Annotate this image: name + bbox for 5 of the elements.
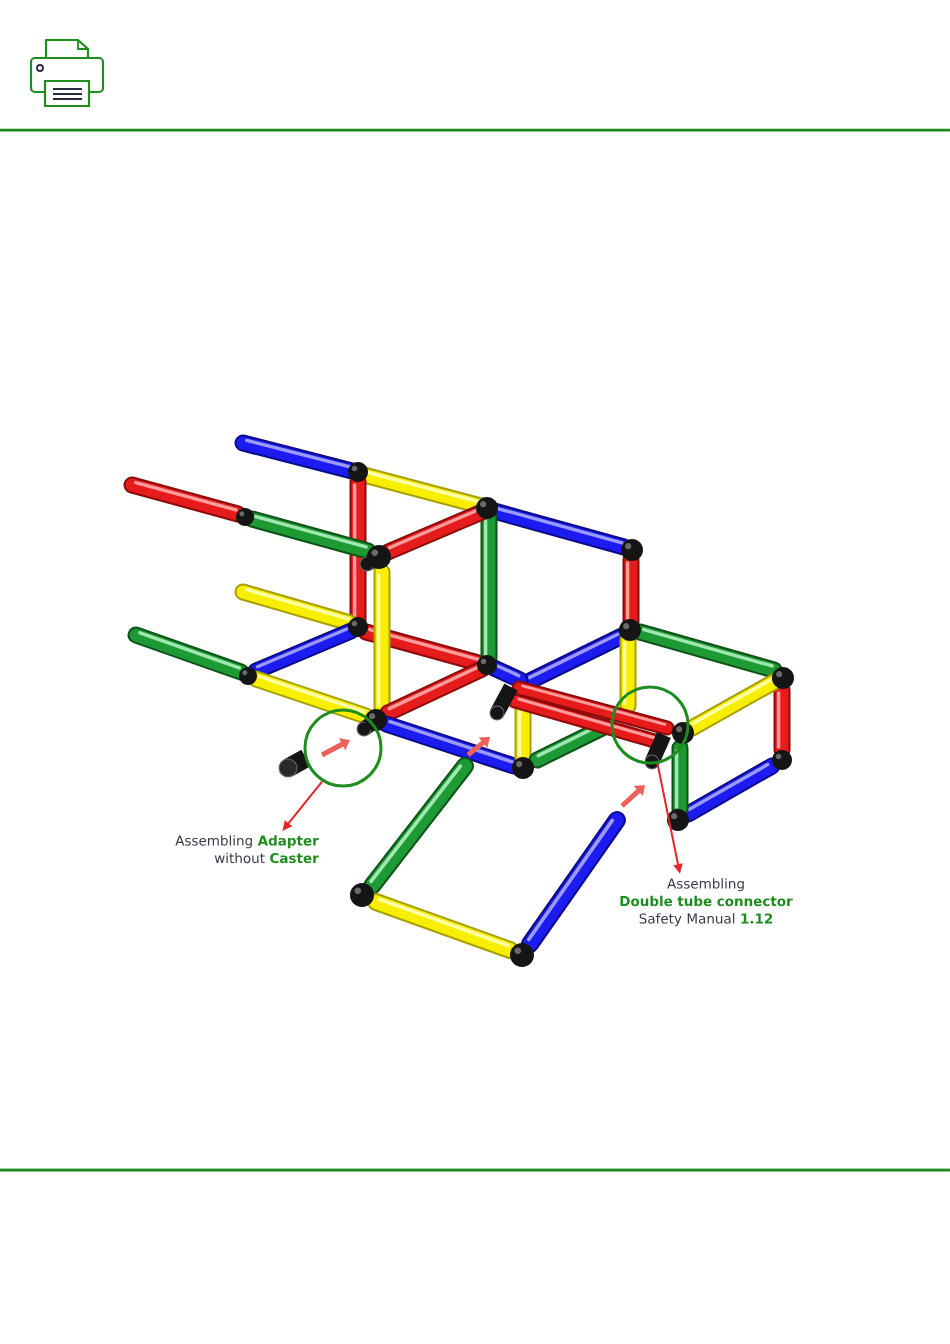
leader-arrow (282, 780, 324, 831)
highlight-circle (303, 708, 383, 788)
callout-text: Assembling Double tube connector Safety Manual 1.12 (620, 878, 793, 927)
highlight-circle (610, 685, 690, 765)
callout-text: Assembling Adapter without Caster (175, 835, 319, 864)
